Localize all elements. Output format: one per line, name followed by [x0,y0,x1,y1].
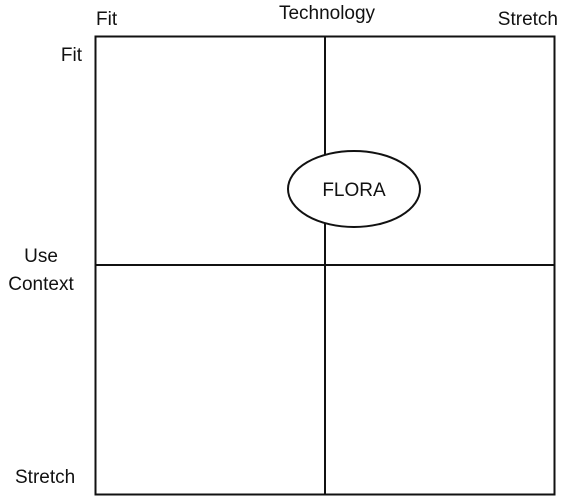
left-axis-title: Use Context [0,243,82,299]
top-axis-stretch-label: Stretch [497,9,558,30]
flora-node: FLORA [287,150,421,228]
top-axis-fit-label: Fit [96,9,118,30]
top-axis-title: Technology [278,3,376,24]
flora-ellipse [287,150,421,228]
flora-label: FLORA [322,180,386,201]
left-axis-stretch-label: Stretch [15,467,76,488]
left-axis-title-line1: Use [24,246,58,267]
left-axis-fit-label: Fit [60,45,82,66]
left-axis-title-line2: Context [8,274,74,295]
